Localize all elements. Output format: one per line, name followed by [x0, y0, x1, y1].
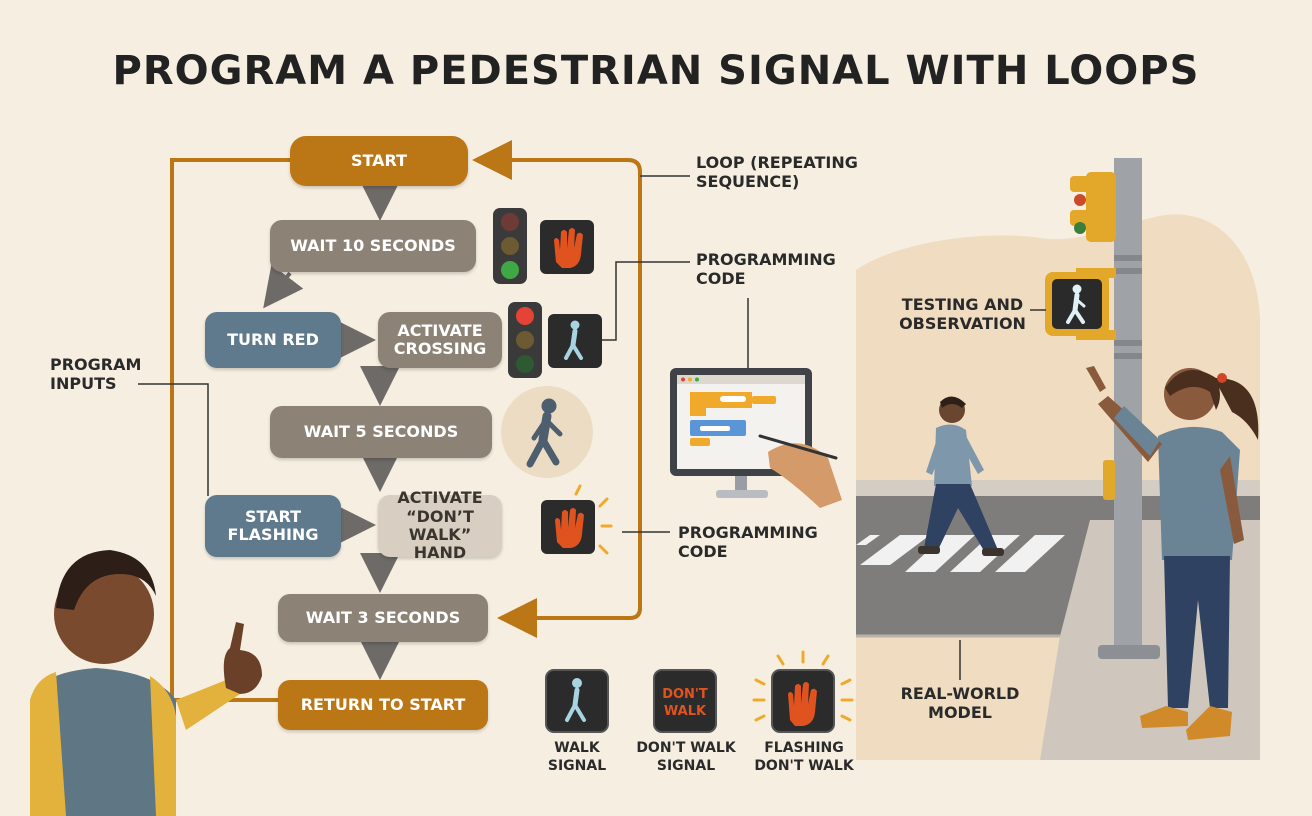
legend-dont-walk-sign	[653, 669, 717, 733]
traffic-light-green	[493, 208, 527, 284]
computer-monitor	[670, 368, 842, 508]
signal-pole	[1098, 158, 1160, 659]
label-real-world-model: REAL-WORLD MODEL	[900, 684, 1020, 723]
step-return-to-start: RETURN TO START	[278, 680, 488, 730]
loop-return-path	[497, 180, 642, 638]
step-wait-10: WAIT 10 SECONDS	[270, 220, 476, 272]
dont-walk-word: DON'T	[662, 687, 708, 702]
walking-child	[918, 396, 1004, 556]
legend-dont-walk-caption: DON'T WALK SIGNAL	[636, 740, 736, 774]
pointing-girl	[1086, 366, 1259, 740]
leader-programming-code-top	[602, 261, 690, 341]
hand-sign-1	[540, 220, 594, 274]
legend-flashing-sign	[752, 650, 854, 733]
dont-walk-word: WALK	[664, 704, 707, 719]
label-programming-code-top: PROGRAMMING CODE	[696, 250, 836, 289]
walking-person-badge	[501, 386, 593, 478]
legend-walk-caption: WALK SIGNAL	[547, 740, 607, 774]
loop-path	[170, 158, 280, 702]
flashing-hand-sign	[541, 484, 613, 555]
step-turn-red: TURN RED	[205, 312, 341, 368]
step-wait-5: WAIT 5 SECONDS	[270, 406, 492, 458]
label-program-inputs: PROGRAM INPUTS	[50, 355, 142, 394]
label-programming-code-bottom: PROGRAMMING CODE	[678, 523, 818, 562]
legend-dont-walk-text: DON'T WALK	[662, 687, 708, 719]
label-loop: LOOP (REPEATING SEQUENCE)	[696, 153, 858, 192]
step-activate-crossing: ACTIVATE CROSSING	[378, 312, 502, 368]
legend-flashing-caption: FLASHING DON'T WALK	[754, 740, 854, 774]
step-wait-3: WAIT 3 SECONDS	[278, 594, 488, 642]
leader-program-inputs	[138, 383, 209, 496]
traffic-light-red	[508, 302, 542, 378]
label-testing-observation: TESTING AND OBSERVATION	[899, 295, 1026, 334]
legend-walk-sign	[545, 669, 609, 733]
step-start-flashing: START FLASHING	[205, 495, 341, 557]
pole-walk-signal	[1045, 268, 1116, 340]
pole-traffic-light	[1070, 172, 1116, 242]
pointing-boy	[30, 550, 262, 816]
step-start: START	[290, 136, 468, 186]
page-title: PROGRAM A PEDESTRIAN SIGNAL WITH LOOPS	[112, 48, 1200, 94]
step-activate-dont-walk: ACTIVATE “DON’T WALK” HAND	[378, 489, 502, 562]
walk-sign-1	[548, 314, 602, 368]
